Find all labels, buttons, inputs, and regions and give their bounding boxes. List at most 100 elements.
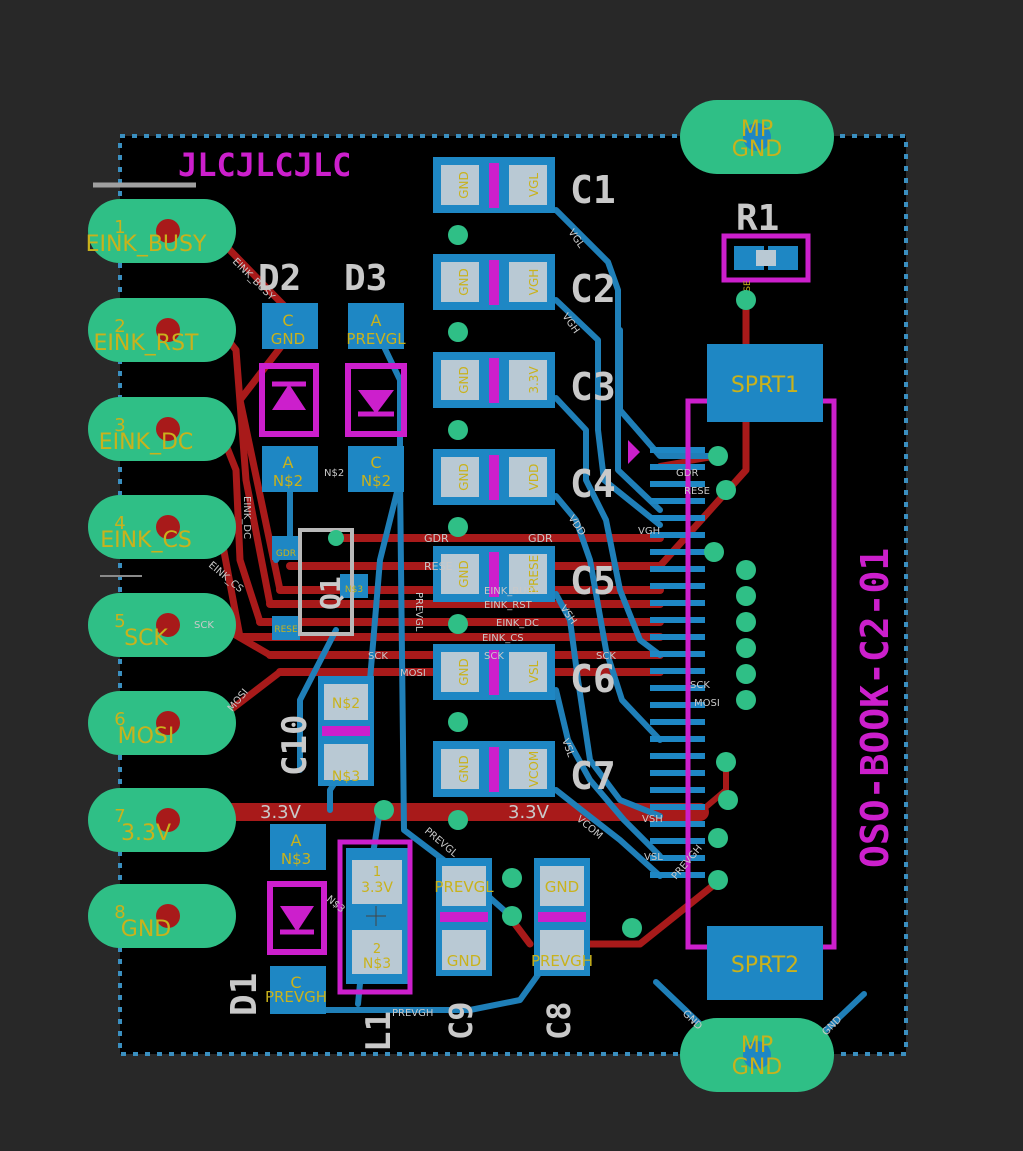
fpc-pin bbox=[650, 719, 705, 725]
sprt1-pad bbox=[707, 344, 823, 422]
header-pin: 7 3.3V bbox=[88, 788, 236, 852]
diode-c-letter: C bbox=[370, 453, 381, 472]
pin-number: 6 bbox=[114, 709, 125, 730]
net-label-vsh: VSH bbox=[642, 814, 663, 825]
cap-pad2-net: VGL bbox=[527, 173, 541, 198]
cap-pad1 bbox=[441, 554, 479, 594]
pin-label: GND bbox=[121, 917, 171, 942]
net-label-prevgl: PREVGL bbox=[413, 592, 424, 632]
diode-c-net: N$2 bbox=[361, 472, 391, 490]
cap-c6: GND VSL C6 bbox=[433, 644, 616, 701]
cap-pad2 bbox=[509, 165, 547, 205]
net-label-eink-rst: EINK_RST bbox=[484, 600, 533, 611]
diode-c-net: PREVGH bbox=[265, 988, 327, 1006]
cap-pad2-net: PRESE bbox=[527, 555, 541, 593]
mount-label-top: MP bbox=[741, 117, 773, 142]
cap-pad1 bbox=[441, 749, 479, 789]
cap-marker bbox=[489, 260, 499, 305]
via bbox=[374, 800, 394, 820]
inductor-outline bbox=[337, 839, 413, 995]
cap-pad1-net: GND bbox=[457, 755, 471, 783]
net-label-vgh: VGH bbox=[638, 526, 660, 537]
fpc-pin bbox=[650, 651, 705, 657]
cap-c2: GND VGH C2 bbox=[433, 254, 616, 311]
cap-pad1 bbox=[441, 360, 479, 400]
via bbox=[708, 446, 728, 466]
r1-body bbox=[756, 250, 776, 266]
net-label-mosi: MOSI bbox=[694, 698, 720, 709]
cap-marker bbox=[489, 552, 499, 597]
via bbox=[448, 517, 468, 537]
fpc-pin bbox=[650, 549, 705, 555]
via bbox=[704, 542, 724, 562]
inductor-pad2-net: N$3 bbox=[363, 956, 391, 972]
via bbox=[448, 420, 468, 440]
cap-c1: GND VGL C1 bbox=[433, 157, 616, 213]
trace-vdd bbox=[553, 493, 663, 743]
fpc-pin bbox=[650, 872, 705, 878]
cap-pad2-net: VCOM bbox=[527, 751, 541, 787]
cap-c3: GND 3.3V C3 bbox=[433, 352, 616, 409]
via bbox=[716, 480, 736, 500]
cap-ref: C3 bbox=[570, 365, 616, 409]
header-pin: 2 EINK_RST bbox=[88, 298, 236, 362]
cap-c10: N$2 N$3 C10 bbox=[275, 676, 374, 786]
net-label-sck: SCK bbox=[596, 651, 616, 662]
diode-a-net: N$3 bbox=[281, 850, 311, 868]
cap-pad1 bbox=[441, 165, 479, 205]
via bbox=[736, 290, 756, 310]
inductor-pad1 bbox=[352, 860, 402, 904]
diode-c-letter: C bbox=[290, 973, 301, 992]
diode-ref: D3 bbox=[344, 258, 387, 299]
fpc-pin bbox=[650, 617, 705, 623]
header-pin: 1 EINK_BUSY bbox=[86, 199, 236, 263]
via bbox=[718, 790, 738, 810]
pin-number: 5 bbox=[114, 611, 125, 632]
fpc-pin bbox=[650, 736, 705, 742]
pin-hole bbox=[156, 808, 180, 832]
cap-pad2-net: VSL bbox=[527, 660, 541, 683]
cap-c4: GND VDD C4 bbox=[433, 449, 616, 506]
net-label-gdr: GDR bbox=[676, 468, 698, 479]
via bbox=[736, 612, 756, 632]
header-pin: 3 EINK_DC bbox=[88, 397, 236, 461]
q1-ref: Q1 bbox=[314, 576, 347, 610]
mount-hole bbox=[743, 1041, 771, 1069]
cap-pad2 bbox=[509, 554, 547, 594]
diode-pad-bottom bbox=[262, 446, 318, 492]
transistor-q1: GDR RESE N$3 Q1 bbox=[272, 528, 368, 640]
mount-label-top: MP bbox=[741, 1033, 773, 1058]
inductor-ref: L1 bbox=[359, 1011, 399, 1052]
diode-outline bbox=[259, 363, 319, 437]
net-label-sck: SCK bbox=[690, 680, 710, 691]
via bbox=[622, 918, 642, 938]
diode-ref: D1 bbox=[224, 973, 265, 1016]
via bbox=[448, 810, 468, 830]
q1-pad bbox=[272, 616, 300, 640]
net-label-ns2: N$2 bbox=[324, 468, 344, 479]
via bbox=[448, 322, 468, 342]
cap-pad1 bbox=[324, 684, 368, 720]
diode-symbol bbox=[280, 906, 314, 932]
fpc-pin bbox=[650, 634, 705, 640]
pin-label: EINK_CS bbox=[100, 528, 192, 553]
pin-label: 3.3V bbox=[121, 821, 171, 846]
fpc-pin bbox=[650, 583, 705, 589]
header-pin: 6 MOSI bbox=[88, 691, 236, 755]
fpc-connector bbox=[650, 447, 705, 878]
cap-pad2 bbox=[509, 457, 547, 497]
diode-ref: D2 bbox=[258, 258, 301, 299]
diode-pad-top bbox=[348, 303, 404, 349]
via bbox=[708, 828, 728, 848]
diode-d3: A PREVGL C N$2 D3 bbox=[344, 258, 407, 492]
cap-pad1 bbox=[441, 457, 479, 497]
board-title: OSO-BOOK-C2-01 bbox=[853, 548, 897, 868]
diode-pad-bottom bbox=[348, 446, 404, 492]
header-pin: 4 EINK_CS bbox=[88, 495, 236, 559]
r1-ref: R1 bbox=[736, 198, 779, 239]
diode-a-net: PREVGL bbox=[346, 330, 406, 348]
cap-marker bbox=[489, 358, 499, 403]
pin-hole bbox=[156, 904, 180, 928]
pin1-marker bbox=[628, 440, 640, 464]
fpc-pin bbox=[650, 532, 705, 538]
